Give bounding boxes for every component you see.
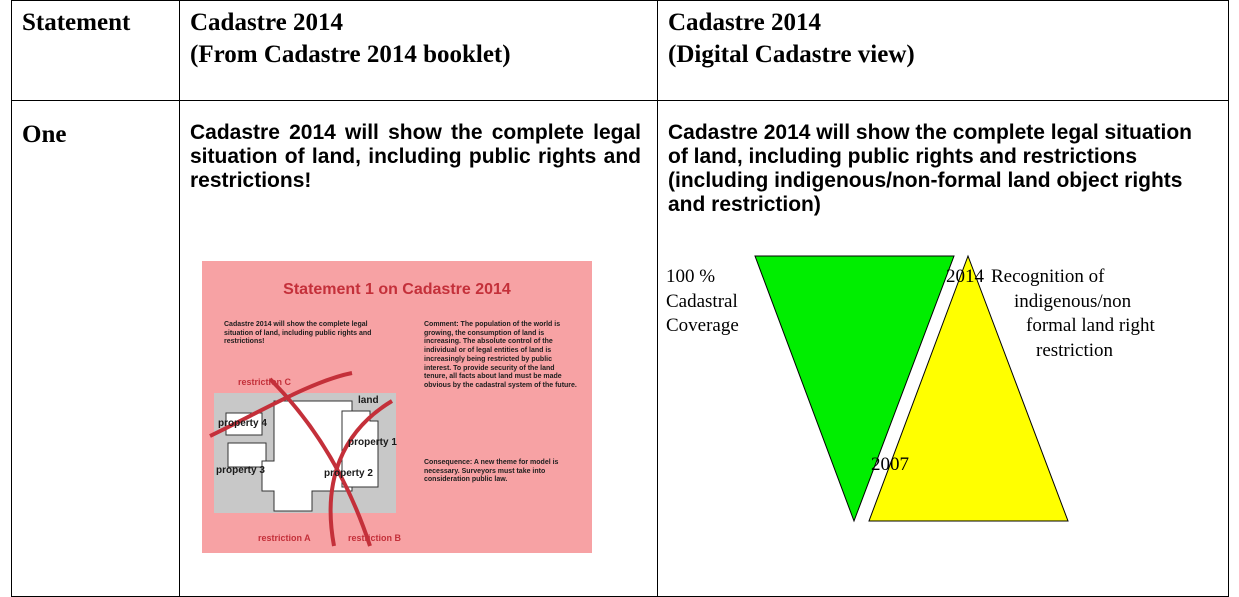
booklet-cell: Cadastre 2014 will show the complete leg… [179,100,658,597]
header-digital-cell: Cadastre 2014 (Digital Cadastre view) [657,0,1229,101]
header-booklet-cell: Cadastre 2014 (From Cadastre 2014 bookle… [179,0,658,101]
restriction-b-line [328,399,394,547]
header-booklet-subtitle: (From Cadastre 2014 booklet) [190,41,511,68]
diagram-right-line3: formal land right [1026,315,1155,336]
diagram-year-2007: 2007 [871,454,909,475]
header-statement-cell: Statement [11,0,180,101]
property3-shape [227,442,267,468]
slide-left-text: Cadastre 2014 will show the complete leg… [224,321,372,346]
slide-diagram [209,371,396,547]
label-restriction-c: restriction C [238,377,292,387]
row-label: One [22,121,67,148]
restriction-a-line [268,377,372,547]
diagram-year-2014: 2014 [946,266,984,287]
header-statement: Statement [22,9,131,36]
header-digital-title: Cadastre 2014 [668,9,822,36]
digital-cell: Cadastre 2014 will show the complete leg… [657,100,1229,597]
booklet-slide-image: Statement 1 on Cadastre 2014 Cadastre 20… [202,261,592,553]
statement-row-one: One Cadastre 2014 will show the complete… [11,100,1229,597]
label-property2: property 2 [324,468,373,479]
label-property1: property 1 [348,437,397,448]
diagram-left-line2: Cadastral [666,291,738,312]
slide-title: Statement 1 on Cadastre 2014 [283,281,511,298]
coverage-diagram [754,254,1069,523]
label-restriction-b: restriction B [348,533,402,543]
diagram-right-line1: Recognition of [991,266,1105,287]
label-property4: property 4 [218,418,267,429]
diagram-left-line1: 100 % [666,266,716,287]
property1-shape [341,410,379,488]
property4-shape [225,412,263,436]
label-property3: property 3 [216,465,265,476]
row-label-cell: One [11,100,180,597]
diagram-right-line4: restriction [1036,340,1114,361]
header-digital-subtitle: (Digital Cadastre view) [668,41,915,68]
header-booklet-title: Cadastre 2014 [190,9,344,36]
label-land: land [358,395,379,406]
recognition-triangle-yellow [868,254,1069,522]
coverage-triangle-green [754,255,955,523]
diagram-right-line2: indigenous/non [1014,291,1132,312]
diagram-left-line3: Coverage [666,315,739,336]
label-restriction-a: restriction A [258,533,311,543]
comparison-table: Statement Cadastre 2014 (From Cadastre 2… [11,0,1229,597]
digital-statement: Cadastre 2014 will show the complete leg… [668,121,1192,216]
slide-comment-text: Comment: The population of the world is … [424,321,577,389]
booklet-statement: Cadastre 2014 will show the complete leg… [190,121,641,192]
header-row: Statement Cadastre 2014 (From Cadastre 2… [11,0,1229,101]
slide-consequence-text: Consequence: A new theme for model is ne… [424,459,559,484]
